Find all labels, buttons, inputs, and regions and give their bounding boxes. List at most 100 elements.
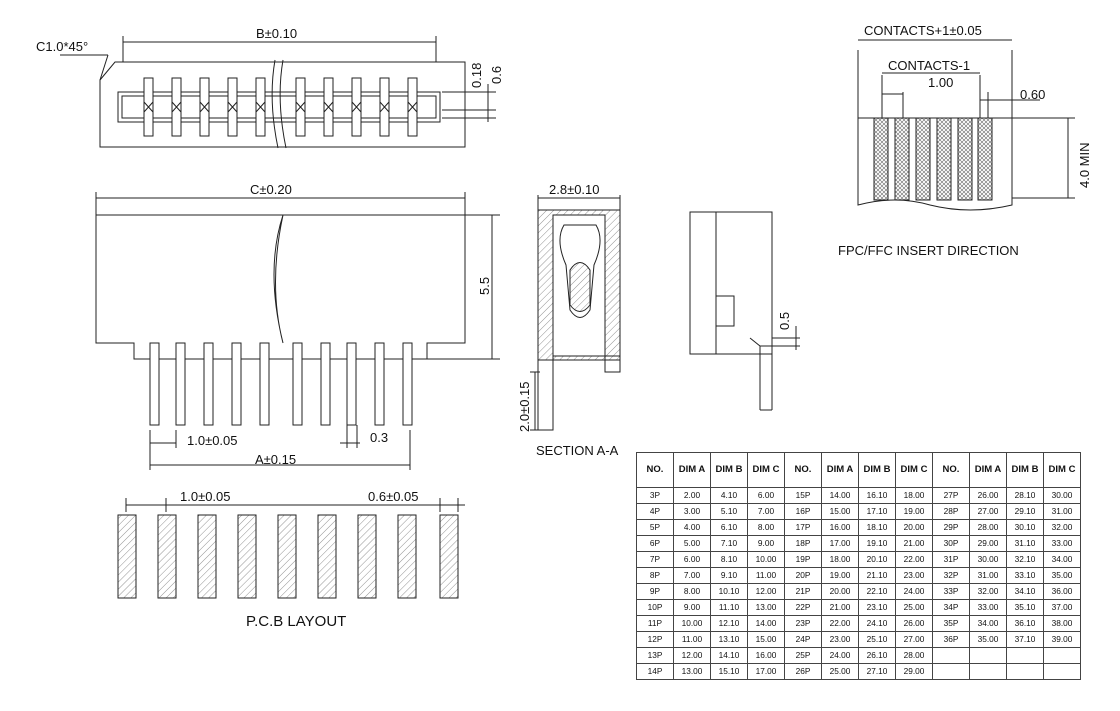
table-cell: 10.10 xyxy=(710,583,748,600)
table-cell: 22.00 xyxy=(821,615,859,632)
table-cell: 5P xyxy=(636,519,674,536)
table-cell: 10.00 xyxy=(673,615,711,632)
pin xyxy=(292,342,303,426)
table-cell: 19.10 xyxy=(858,535,896,552)
table-cell: 15P xyxy=(784,487,822,504)
col-header: DIM C xyxy=(1043,452,1081,488)
pcb-pad xyxy=(439,514,459,599)
table-cell: 24.10 xyxy=(858,615,896,632)
table-cell xyxy=(1043,663,1081,680)
table-cell: 37.00 xyxy=(1043,599,1081,616)
table-cell: 34.00 xyxy=(969,615,1007,632)
table-cell: 30P xyxy=(932,535,970,552)
pcb-pad xyxy=(237,514,257,599)
table-cell: 5.10 xyxy=(710,503,748,520)
table-cell: 7P xyxy=(636,551,674,568)
table-cell: 33.00 xyxy=(1043,535,1081,552)
table-cell xyxy=(932,663,970,680)
fpc-view xyxy=(857,39,1075,211)
fpc-fingers xyxy=(873,117,993,201)
fpc-finger xyxy=(957,117,973,201)
table-cell: 21.00 xyxy=(821,599,859,616)
table-cell: 14.10 xyxy=(710,647,748,664)
table-cell: 35.10 xyxy=(1006,599,1044,616)
table-cell: 7.00 xyxy=(673,567,711,584)
table-cell xyxy=(1043,647,1081,664)
front-view xyxy=(95,192,500,470)
table-cell: 26P xyxy=(784,663,822,680)
table-cell: 23P xyxy=(784,615,822,632)
contact-cross xyxy=(295,101,306,113)
table-cell: 8.00 xyxy=(747,519,785,536)
col-header: DIM A xyxy=(673,452,711,488)
table-cell: 29.00 xyxy=(895,663,933,680)
table-cell: 20P xyxy=(784,567,822,584)
table-cell: 15.00 xyxy=(747,631,785,648)
table-cell: 22P xyxy=(784,599,822,616)
table-cell: 7.00 xyxy=(747,503,785,520)
col-header: DIM A xyxy=(969,452,1007,488)
table-cell: 36.00 xyxy=(1043,583,1081,600)
table-cell: 28.00 xyxy=(969,519,1007,536)
table-cell: 33P xyxy=(932,583,970,600)
pcb-pad xyxy=(157,514,177,599)
table-cell: 6.10 xyxy=(710,519,748,536)
fpc-pitch-label: 1.00 xyxy=(928,75,954,90)
fpc-finger xyxy=(915,117,931,201)
fpc-min-label: 4.0 MIN xyxy=(1077,142,1092,188)
table-cell: 17.10 xyxy=(858,503,896,520)
table-cell: 24.00 xyxy=(821,647,859,664)
table-cell: 19P xyxy=(784,551,822,568)
table-cell: 32.00 xyxy=(1043,519,1081,536)
table-cell: 27P xyxy=(932,487,970,504)
table-cell: 29.10 xyxy=(1006,503,1044,520)
top-dim-06: 0.6 xyxy=(489,65,504,84)
pcb-pad xyxy=(357,514,377,599)
table-cell: 8P xyxy=(636,567,674,584)
fpc-finger xyxy=(894,117,910,201)
front-width-label: C±0.20 xyxy=(250,182,292,197)
pcb-pad xyxy=(277,514,297,599)
pin xyxy=(259,342,270,426)
fpc-finger xyxy=(873,117,889,201)
table-cell: 27.00 xyxy=(969,503,1007,520)
pcb-pad xyxy=(397,514,417,599)
pin xyxy=(231,342,242,426)
contact-cross xyxy=(143,101,154,113)
table-cell: 4.10 xyxy=(710,487,748,504)
table-cell: 16.00 xyxy=(747,647,785,664)
table-cell: 11P xyxy=(636,615,674,632)
table-cell: 34.10 xyxy=(1006,583,1044,600)
table-cell: 33.10 xyxy=(1006,567,1044,584)
pcb-pad xyxy=(197,514,217,599)
pcb-caption: P.C.B LAYOUT xyxy=(246,613,347,630)
fpc-finger xyxy=(936,117,952,201)
fpc-contacts-label: CONTACTS-1 xyxy=(888,58,971,73)
table-cell: 25.00 xyxy=(895,599,933,616)
table-cell: 29P xyxy=(932,519,970,536)
table-cell: 22.00 xyxy=(895,551,933,568)
table-cell: 26.10 xyxy=(858,647,896,664)
table-cell: 20.00 xyxy=(895,519,933,536)
table-cell: 32.10 xyxy=(1006,551,1044,568)
table-cell: 9.00 xyxy=(673,599,711,616)
table-cell: 3.00 xyxy=(673,503,711,520)
table-cell: 18.00 xyxy=(821,551,859,568)
table-cell: 11.10 xyxy=(710,599,748,616)
top-width-label: B±0.10 xyxy=(256,26,298,41)
contact-cross xyxy=(351,101,362,113)
table-cell: 2.00 xyxy=(673,487,711,504)
table-cell xyxy=(969,663,1007,680)
table-cell: 30.10 xyxy=(1006,519,1044,536)
table-cell: 31.00 xyxy=(1043,503,1081,520)
table-cell: 10.00 xyxy=(747,551,785,568)
table-cell: 23.10 xyxy=(858,599,896,616)
table-cell: 3P xyxy=(636,487,674,504)
table-cell: 24P xyxy=(784,631,822,648)
table-cell: 14.00 xyxy=(747,615,785,632)
